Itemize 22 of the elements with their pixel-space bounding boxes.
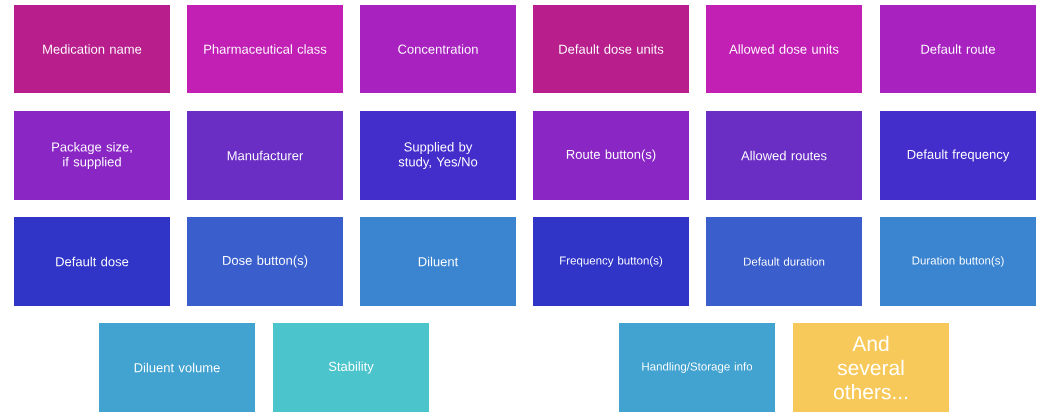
label-box: Allowed dose units: [706, 5, 862, 93]
label-box: Default duration: [706, 217, 862, 306]
label-box: Supplied by study, Yes/No: [360, 111, 516, 200]
label-box: Pharmaceutical class: [187, 5, 343, 93]
label-box: Dose button(s): [187, 217, 343, 306]
label-box: Diluent: [360, 217, 516, 306]
label-box: Default dose: [14, 217, 170, 306]
label-box: Default route: [880, 5, 1036, 93]
label-box: Manufacturer: [187, 111, 343, 200]
label-box: Duration button(s): [880, 217, 1036, 306]
label-box: Diluent volume: [99, 323, 255, 412]
label-box: Handling/Storage info: [619, 323, 775, 412]
label-box: Medication name: [14, 5, 170, 93]
label-box: Route button(s): [533, 111, 689, 200]
label-box: Frequency button(s): [533, 217, 689, 306]
label-box: And several others...: [793, 323, 949, 412]
label-box: Package size, if supplied: [14, 111, 170, 200]
label-box: Stability: [273, 323, 429, 412]
label-box: Default frequency: [880, 111, 1036, 200]
label-box: Concentration: [360, 5, 516, 93]
label-box: Default dose units: [533, 5, 689, 93]
label-box: Allowed routes: [706, 111, 862, 200]
